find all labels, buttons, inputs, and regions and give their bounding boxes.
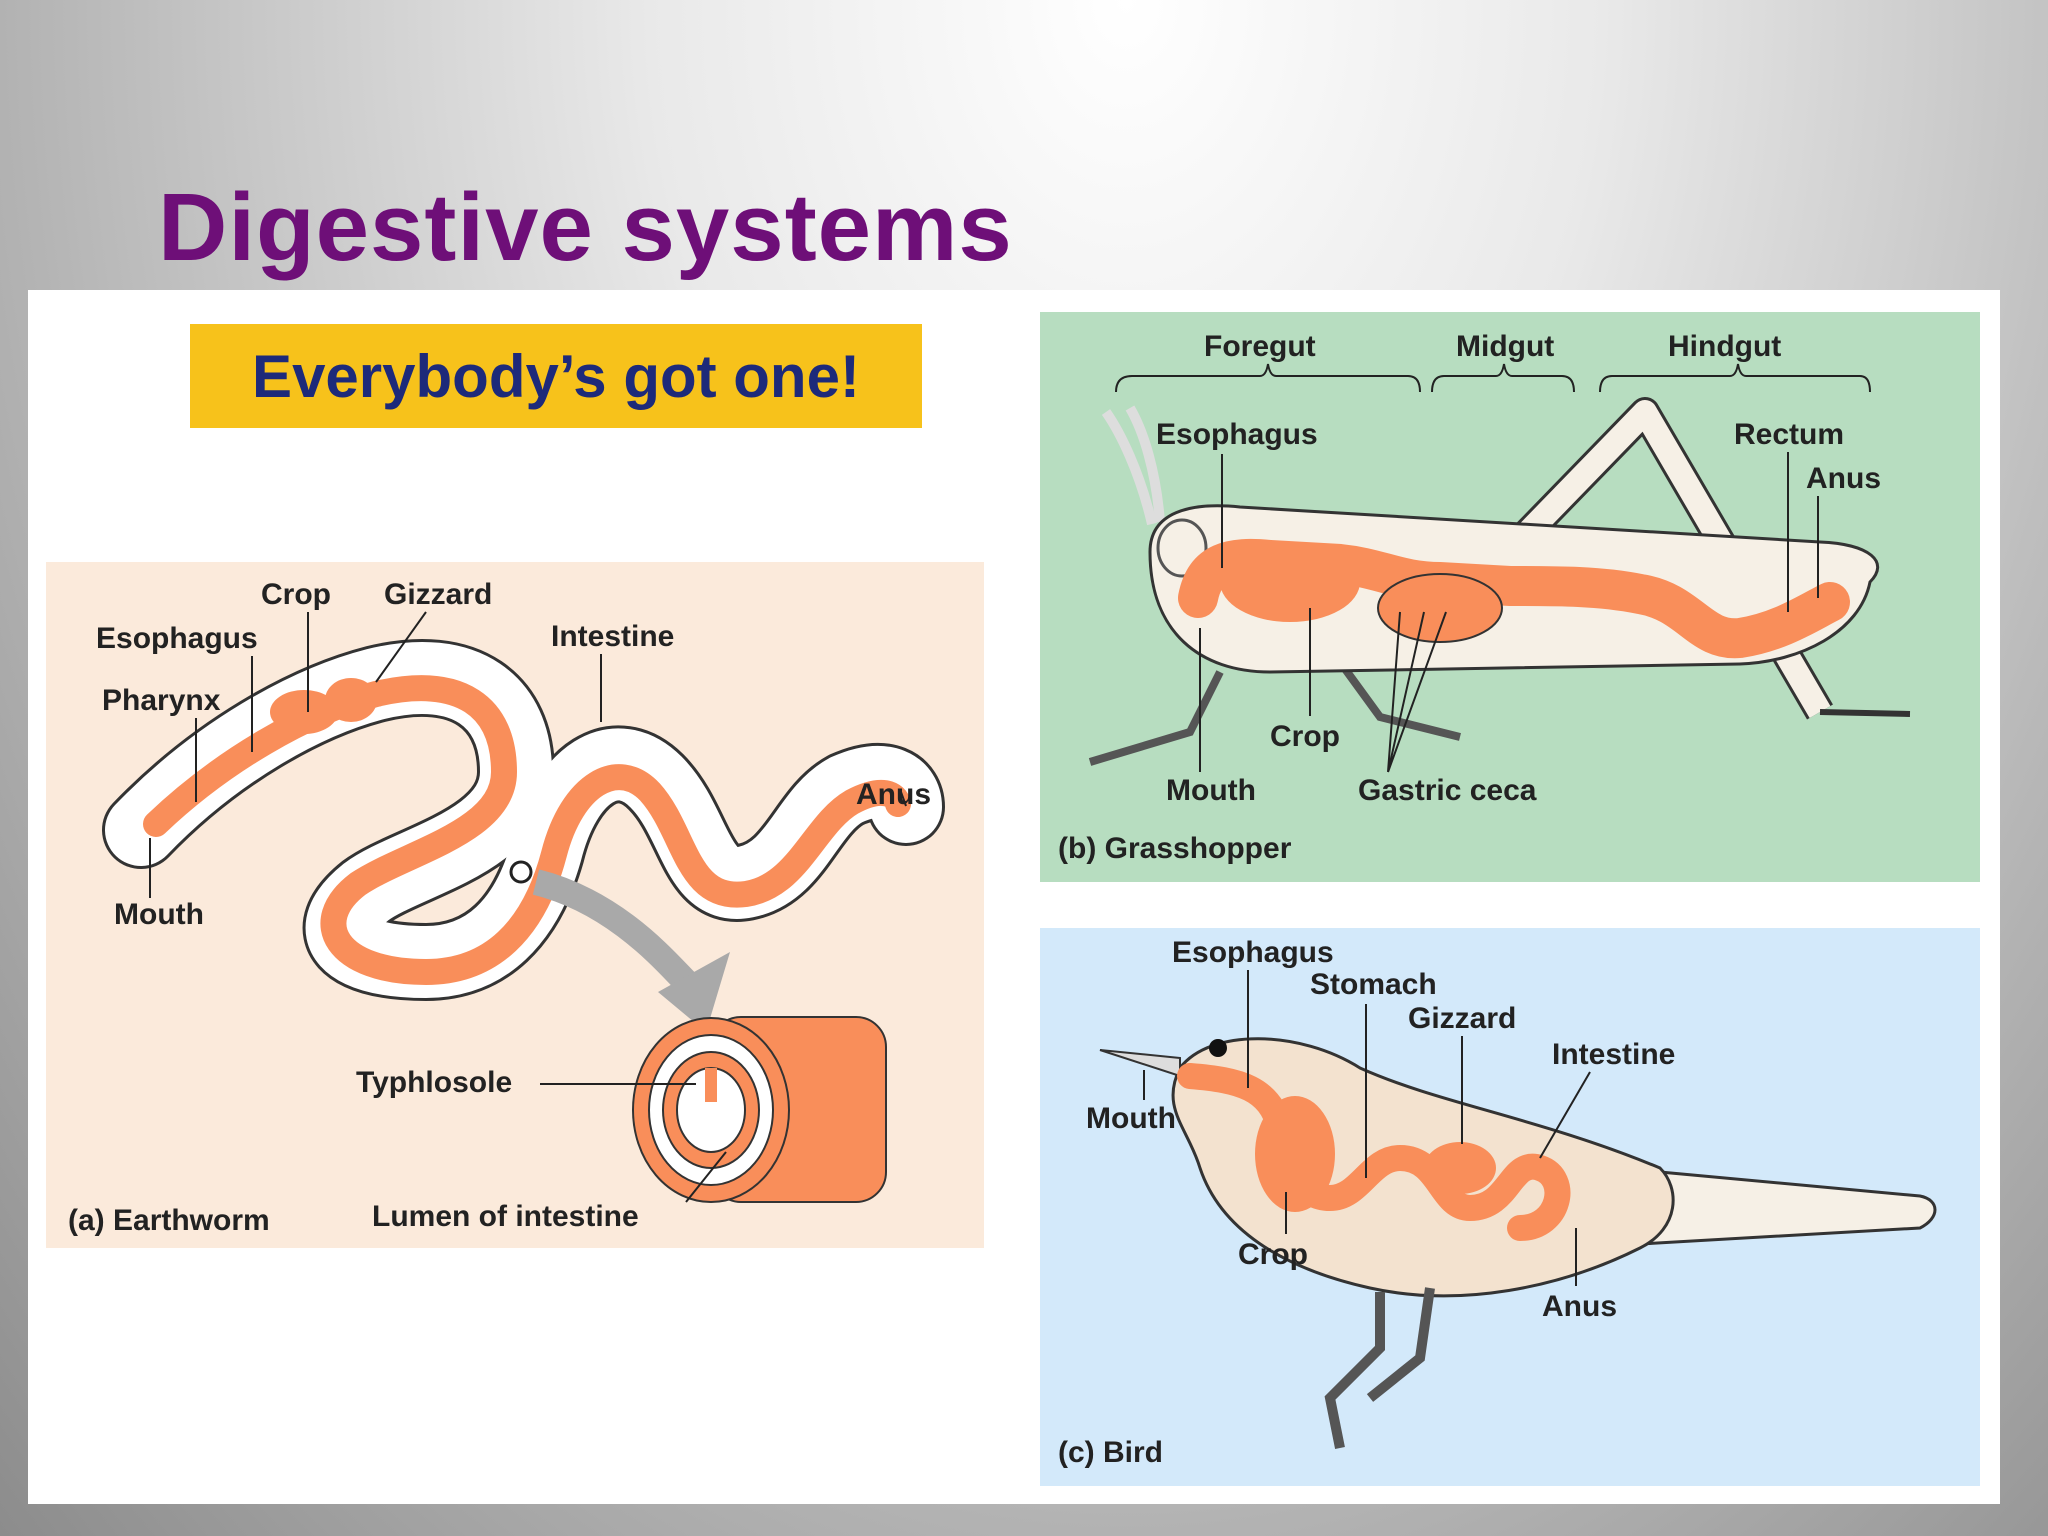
hind-foot — [1819, 709, 1911, 717]
grasshopper-gastric-ceca — [1377, 573, 1503, 643]
earthworm-figure: Crop Gizzard Esophagus Intestine Pharynx… — [46, 562, 984, 1248]
leader-intestine — [1539, 1071, 1591, 1159]
label-esophagus: Esophagus — [96, 622, 258, 655]
bird-figure: Esophagus Stomach Gizzard Intestine Mout… — [1040, 928, 1980, 1486]
label-intestine: Intestine — [1552, 1038, 1675, 1071]
leader-gizzard — [375, 611, 427, 683]
subtitle-banner: Everybody’s got one! — [190, 324, 922, 428]
foregut-brace — [1115, 363, 1421, 393]
bird-beak — [1099, 1049, 1181, 1078]
antenna-right — [1125, 405, 1165, 523]
label-hindgut: Hindgut — [1668, 330, 1781, 363]
midgut-brace — [1431, 363, 1575, 393]
section-marker — [509, 860, 533, 884]
label-typhlosole: Typhlosole — [356, 1066, 512, 1099]
zoom-arrow — [532, 869, 696, 992]
bird-leg-rear — [1366, 1287, 1435, 1402]
grasshopper-crop — [1220, 542, 1360, 622]
bird-eye — [1209, 1039, 1227, 1057]
bird-caption: (c) Bird — [1058, 1436, 1163, 1469]
grasshopper-eye — [1156, 518, 1208, 578]
grasshopper-caption: (b) Grasshopper — [1058, 832, 1292, 865]
leader-lumen — [685, 1151, 727, 1203]
label-rectum: Rectum — [1734, 418, 1844, 451]
earthworm-gut — [143, 675, 911, 986]
bird-tail — [1637, 1170, 1937, 1246]
label-gastric-ceca: Gastric ceca — [1358, 774, 1537, 807]
label-gizzard: Gizzard — [1408, 1002, 1516, 1035]
label-midgut: Midgut — [1456, 330, 1554, 363]
label-mouth: Mouth — [1086, 1102, 1176, 1135]
hindgut-brace — [1599, 363, 1871, 393]
label-intestine: Intestine — [551, 620, 674, 653]
leader-gastric-ceca — [1387, 611, 1447, 773]
grasshopper-figure: Foregut Midgut Hindgut Esophagus Rectum … — [1040, 312, 1980, 882]
earthworm-crop — [270, 690, 338, 734]
label-lumen: Lumen of intestine — [372, 1200, 639, 1233]
label-crop: Crop — [1270, 720, 1340, 753]
bird-crop — [1255, 1096, 1335, 1212]
label-pharynx: Pharynx — [102, 684, 221, 717]
bird-gizzard — [1424, 1142, 1496, 1194]
leader-anus — [900, 791, 907, 807]
label-mouth: Mouth — [1166, 774, 1256, 807]
label-foregut: Foregut — [1204, 330, 1316, 363]
middle-leg — [1336, 659, 1461, 741]
antenna-left — [1101, 409, 1157, 526]
label-esophagus: Esophagus — [1156, 418, 1318, 451]
label-anus: Anus — [856, 778, 931, 811]
label-esophagus: Esophagus — [1172, 936, 1334, 969]
label-anus: Anus — [1806, 462, 1881, 495]
label-crop: Crop — [261, 578, 331, 611]
earthworm-caption: (a) Earthworm — [68, 1204, 270, 1237]
label-gizzard: Gizzard — [384, 578, 492, 611]
label-anus: Anus — [1542, 1290, 1617, 1323]
earthworm-gizzard — [325, 678, 377, 722]
zoom-arrowhead — [658, 952, 730, 1032]
bird-leg — [1324, 1292, 1385, 1449]
label-mouth: Mouth — [114, 898, 204, 931]
front-leg — [1088, 670, 1224, 766]
slide-title: Digestive systems — [158, 174, 1013, 281]
label-crop: Crop — [1238, 1238, 1308, 1271]
label-stomach: Stomach — [1310, 968, 1437, 1001]
